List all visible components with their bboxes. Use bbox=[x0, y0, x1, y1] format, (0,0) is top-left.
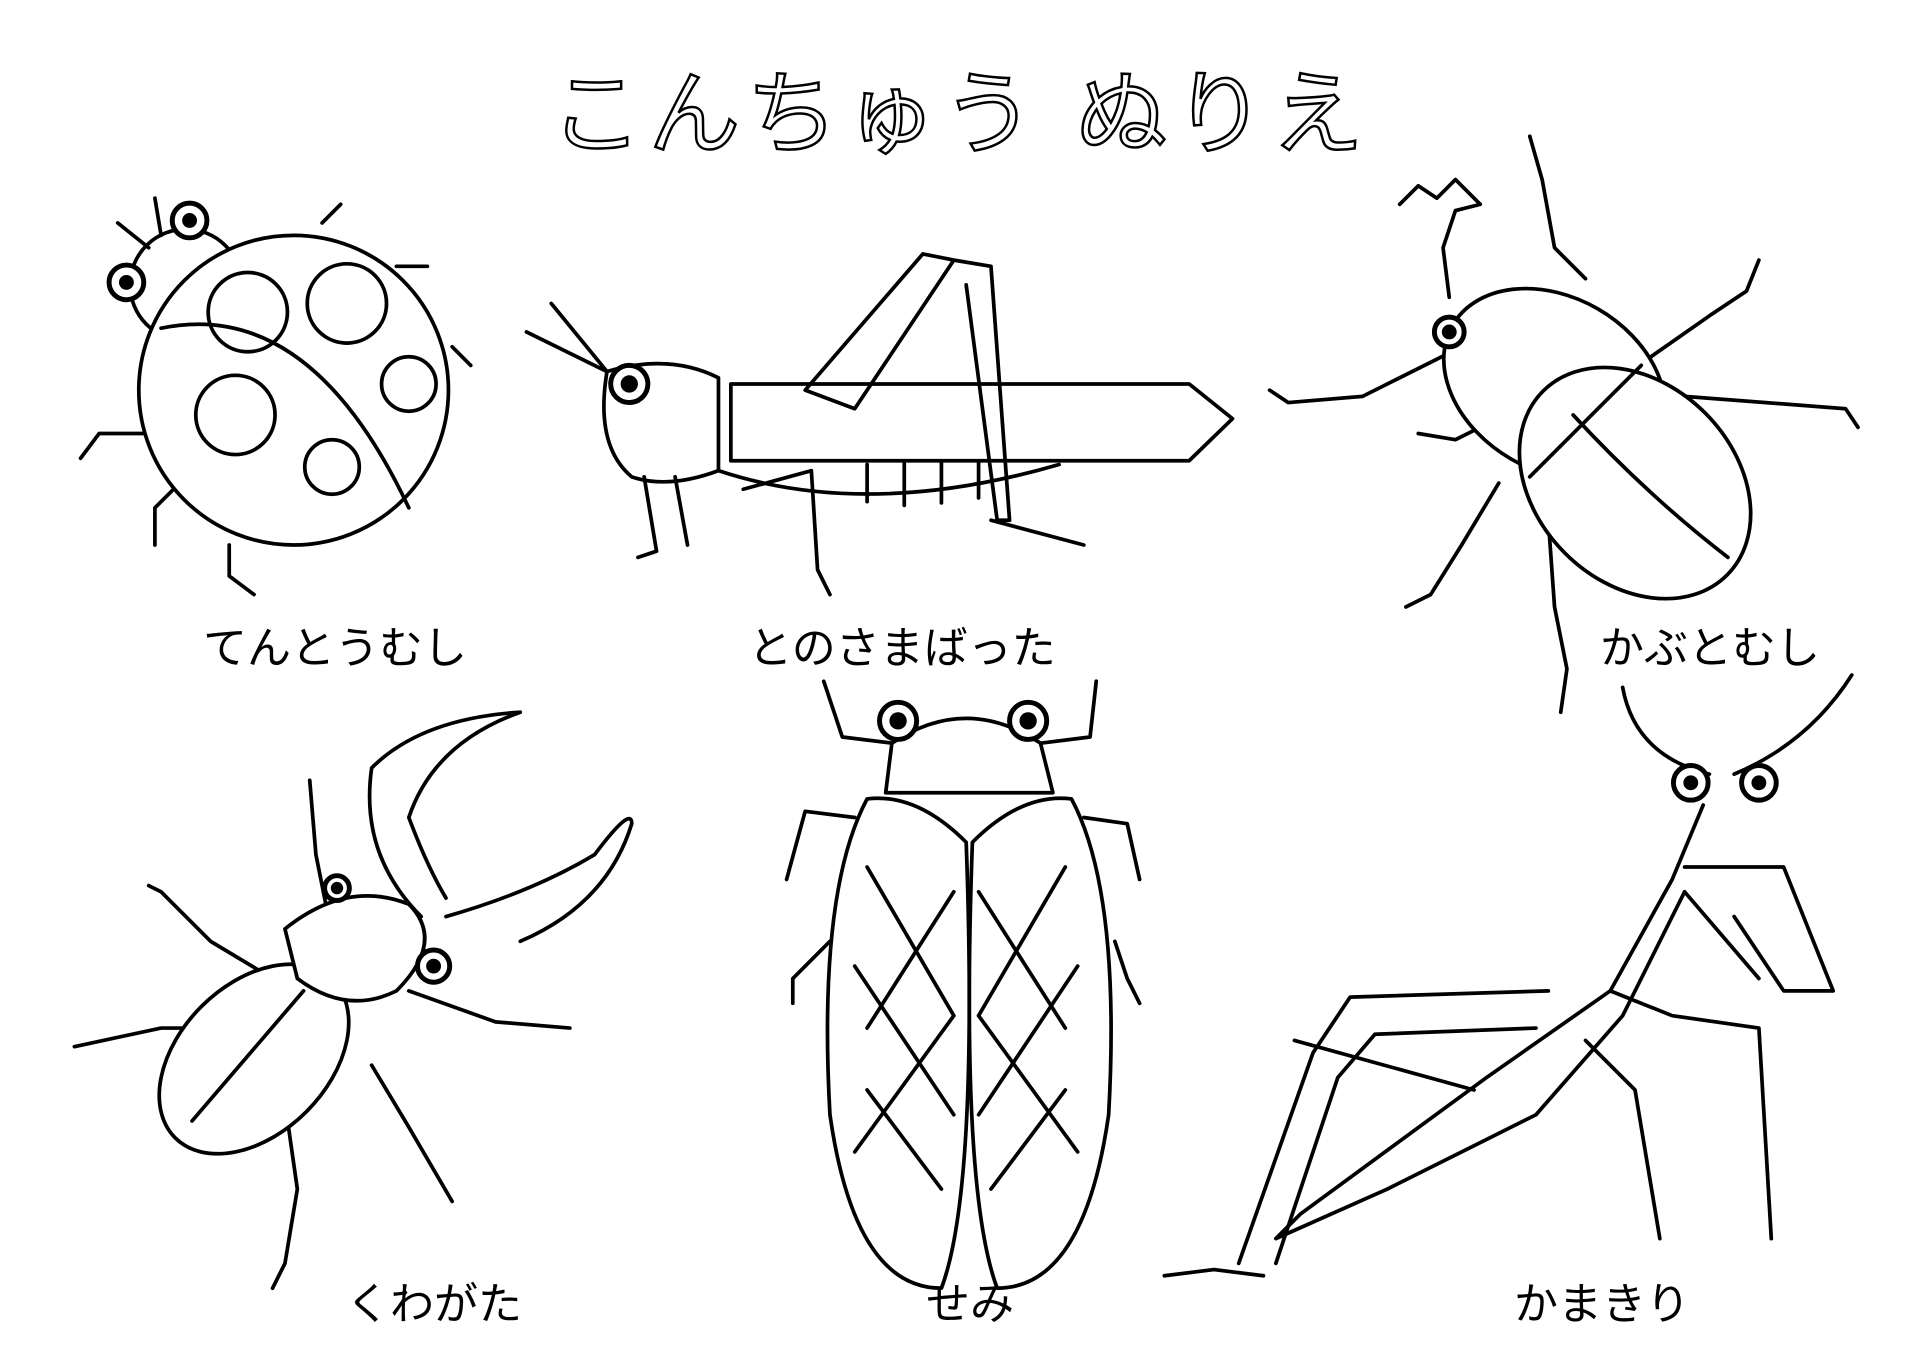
mantis-label: かまきり bbox=[1514, 1279, 1690, 1330]
page-title: こんちゅう ぬりえ bbox=[549, 60, 1370, 170]
stag-beetle-drawing bbox=[72, 710, 634, 1291]
rhinoceros-beetle-label: かぶとむし bbox=[1600, 623, 1820, 674]
ladybug-label: てんとうむし bbox=[203, 623, 467, 674]
cicada-label: せみ bbox=[926, 1279, 1014, 1330]
stag-beetle-label: くわがた bbox=[346, 1279, 522, 1330]
ladybug-drawing bbox=[78, 196, 473, 597]
grasshopper-drawing bbox=[524, 252, 1235, 597]
grasshopper-label: とのさまばった bbox=[748, 623, 1056, 674]
cicada-drawing bbox=[784, 679, 1142, 1291]
rhinoceros-beetle-drawing bbox=[1267, 134, 1860, 715]
mantis-drawing bbox=[1162, 673, 1854, 1278]
